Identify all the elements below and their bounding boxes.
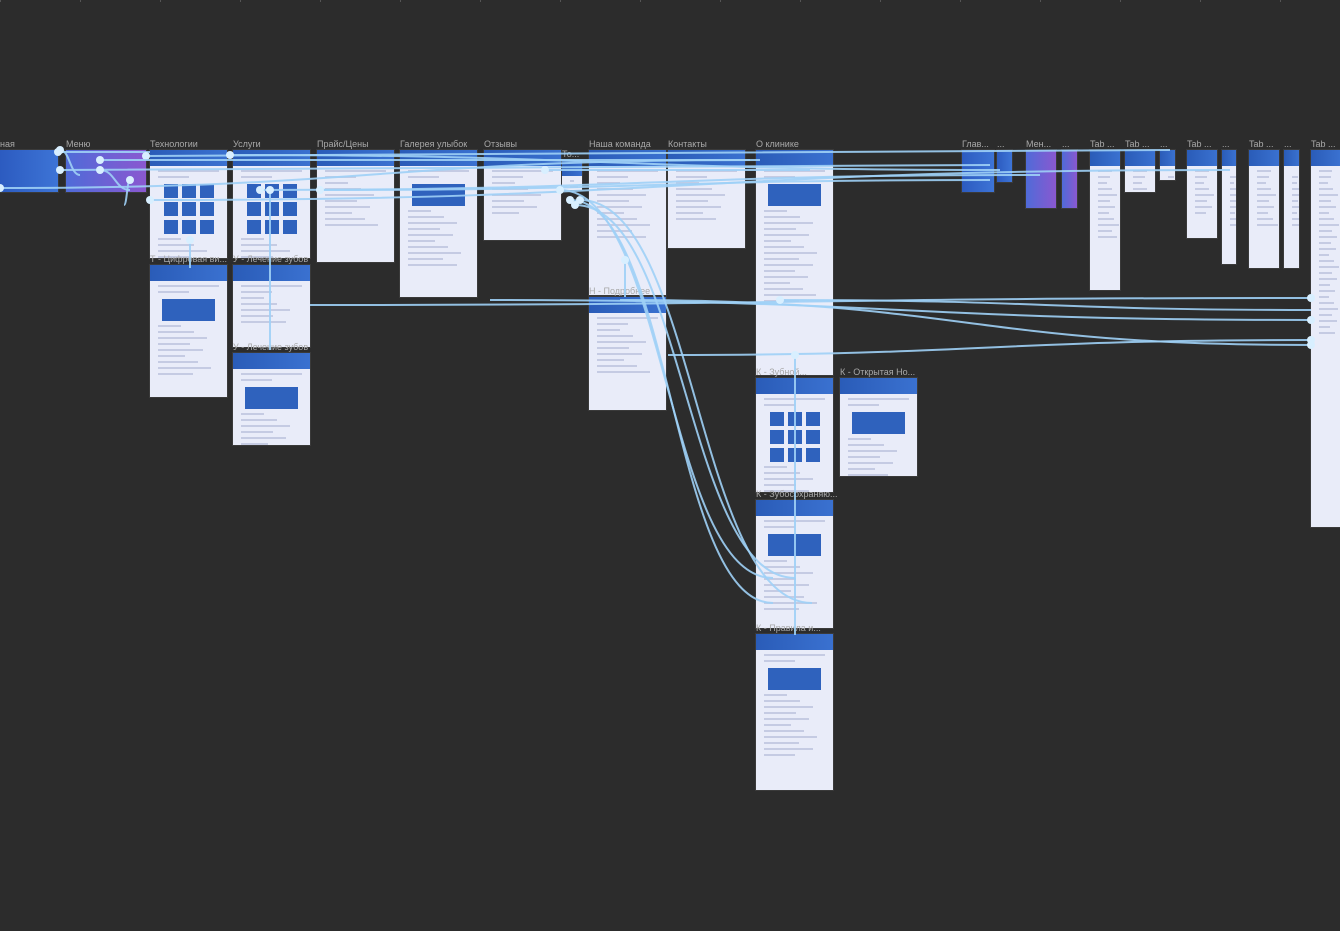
frame-treat2[interactable] bbox=[233, 353, 310, 445]
link-hotspot-dot[interactable] bbox=[226, 151, 234, 159]
frame-gallery[interactable] bbox=[400, 150, 477, 297]
link-hotspot-dot[interactable] bbox=[56, 146, 64, 154]
frame-label-tab2b: ... bbox=[1160, 139, 1168, 149]
frame-label-about: О клинике bbox=[756, 139, 799, 149]
frame-label-m-menu: Мен... bbox=[1026, 139, 1052, 149]
prototype-link[interactable] bbox=[667, 339, 1312, 356]
link-hotspot-dot[interactable] bbox=[96, 166, 104, 174]
frame-label-about3: К - Зубосохраняю... bbox=[756, 489, 838, 499]
link-hotspot-dot[interactable] bbox=[1307, 341, 1315, 349]
frame-tech-digital[interactable] bbox=[150, 265, 227, 397]
frame-team-more[interactable] bbox=[589, 297, 666, 410]
link-hotspot-dot[interactable] bbox=[576, 196, 584, 204]
frame-tab2b[interactable] bbox=[1160, 150, 1175, 180]
frame-treat1[interactable] bbox=[233, 265, 310, 347]
frame-label-price: Прайс/Цены bbox=[317, 139, 369, 149]
prototype-link[interactable] bbox=[779, 299, 1312, 311]
frame-label-tab2: Tab ... bbox=[1125, 139, 1150, 149]
frame-label-team-more: Н - Подробнее bbox=[589, 286, 651, 296]
link-hotspot-dot[interactable] bbox=[621, 256, 629, 264]
frame-label-tab3: Tab ... bbox=[1187, 139, 1212, 149]
canvas-ruler bbox=[0, 0, 1340, 2]
frame-home[interactable] bbox=[0, 150, 58, 192]
link-hotspot-dot[interactable] bbox=[142, 152, 150, 160]
frame-label-menu: Меню bbox=[66, 139, 91, 149]
frame-label-home: ная bbox=[0, 139, 15, 149]
link-hotspot-dot[interactable] bbox=[791, 351, 799, 359]
prototype-link[interactable] bbox=[59, 164, 991, 171]
link-hotspot-dot[interactable] bbox=[1307, 294, 1315, 302]
frame-label-tab4b: ... bbox=[1284, 139, 1292, 149]
frame-label-reviews: Отзывы bbox=[484, 139, 517, 149]
link-hotspot-dot[interactable] bbox=[266, 186, 274, 194]
frame-label-tab4: Tab ... bbox=[1249, 139, 1274, 149]
prototype-link[interactable] bbox=[0, 159, 761, 189]
prototype-link[interactable] bbox=[489, 299, 1312, 321]
frame-label-services: Услуги bbox=[233, 139, 261, 149]
link-hotspot-dot[interactable] bbox=[256, 186, 264, 194]
prototype-link[interactable] bbox=[229, 154, 1001, 171]
frame-label-gallery: Галерея улыбок bbox=[400, 139, 468, 149]
frame-label-tech-digital: Т - Цифровая ви... bbox=[150, 254, 227, 264]
frame-label-about2: К - Зубной... bbox=[756, 367, 807, 377]
prototype-link[interactable] bbox=[619, 299, 1312, 346]
link-hotspot-dot[interactable] bbox=[0, 184, 4, 192]
link-hotspot-dot[interactable] bbox=[56, 166, 64, 174]
link-hotspot-dot[interactable] bbox=[776, 296, 784, 304]
frame-tab3[interactable] bbox=[1187, 150, 1217, 238]
frame-label-open-news: К - Открытая Но... bbox=[840, 367, 916, 377]
link-hotspot-dot[interactable] bbox=[556, 186, 564, 194]
link-hotspot-dot[interactable] bbox=[146, 196, 154, 204]
frame-label-tech: Технологии bbox=[150, 139, 198, 149]
frame-about4[interactable] bbox=[756, 634, 833, 790]
prototype-link[interactable] bbox=[319, 179, 991, 191]
prototype-link[interactable] bbox=[579, 199, 813, 604]
prototype-link[interactable] bbox=[309, 297, 1312, 306]
frame-m-menu2[interactable] bbox=[1062, 150, 1077, 208]
frame-label-m-menu2: ... bbox=[1062, 139, 1070, 149]
frame-label-tab1: Tab ... bbox=[1090, 139, 1115, 149]
link-hotspot-dot[interactable] bbox=[316, 186, 324, 194]
link-hotspot-dot[interactable] bbox=[186, 236, 194, 244]
frame-label-tab3b: ... bbox=[1222, 139, 1230, 149]
link-hotspot-dot[interactable] bbox=[1307, 316, 1315, 324]
link-hotspot-dot[interactable] bbox=[96, 156, 104, 164]
link-hotspot-dot[interactable] bbox=[571, 201, 579, 209]
frame-m-home2[interactable] bbox=[997, 150, 1012, 182]
frame-label-about4: К - Правила и... bbox=[756, 623, 821, 633]
prototype-link[interactable] bbox=[559, 189, 774, 579]
frame-tab4b[interactable] bbox=[1284, 150, 1299, 268]
frame-open-news[interactable] bbox=[840, 378, 917, 476]
frame-label-team: Наша команда bbox=[589, 139, 651, 149]
frame-label-m-home: Глав... bbox=[962, 139, 989, 149]
frame-tech[interactable] bbox=[150, 150, 227, 258]
frame-tab5[interactable] bbox=[1311, 150, 1340, 527]
link-hotspot-dot[interactable] bbox=[541, 166, 549, 174]
frame-tab3b[interactable] bbox=[1222, 150, 1236, 264]
frame-label-tab5: Tab ... bbox=[1311, 139, 1336, 149]
frame-m-menu[interactable] bbox=[1026, 150, 1056, 208]
prototype-link[interactable] bbox=[574, 204, 796, 579]
frame-m-home[interactable] bbox=[962, 150, 994, 192]
frame-about[interactable] bbox=[756, 150, 833, 375]
link-hotspot-dot[interactable] bbox=[126, 176, 134, 184]
frame-tab4[interactable] bbox=[1249, 150, 1279, 268]
frame-label-contacts: Контакты bbox=[668, 139, 707, 149]
frame-tab1[interactable] bbox=[1090, 150, 1120, 290]
link-hotspot-dot[interactable] bbox=[566, 196, 574, 204]
frame-label-m-home2: ... bbox=[997, 139, 1005, 149]
